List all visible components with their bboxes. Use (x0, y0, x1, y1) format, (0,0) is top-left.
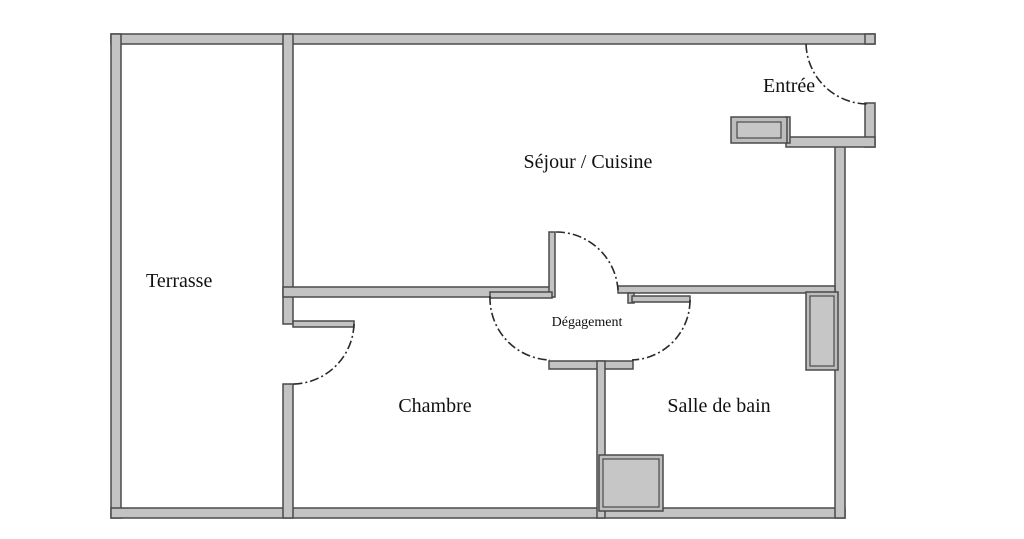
sejour-door-arc (555, 231, 619, 291)
terrasse-wall-upper (282, 33, 294, 325)
fixtures (598, 116, 839, 512)
shower-tray-inner (602, 458, 660, 508)
terrasse-door-stub (292, 320, 355, 328)
room-label-chambre: Chambre (398, 395, 471, 417)
bottom-wall (110, 507, 846, 519)
bath-cabinet-inner (809, 295, 835, 367)
room-label-degagement: Dégagement (552, 315, 623, 330)
entrance-jamb-upper (864, 33, 876, 45)
degagement-wall-right (617, 285, 836, 294)
degagement-bottom-wall (548, 360, 634, 370)
room-label-terrasse: Terrasse (146, 270, 212, 292)
bath-door-stub (631, 295, 691, 303)
bath-door-arc (631, 299, 691, 361)
chambre-bath-wall (596, 360, 606, 519)
chambre-door-leaf (489, 291, 553, 299)
entrance-step-wall (785, 136, 876, 148)
degagement-jamb-left (548, 231, 556, 298)
left-wall (110, 33, 122, 519)
room-label-sejour-cuisine: Séjour / Cuisine (524, 151, 653, 173)
entrance-door-arc (805, 43, 869, 105)
room-label-salle-de-bain: Salle de bain (667, 395, 770, 417)
entry-cabinet-inner (736, 121, 782, 139)
interior-walls (282, 33, 836, 519)
top-wall (110, 33, 876, 45)
door-swings (289, 43, 869, 385)
room-label-entree: Entrée (763, 75, 815, 97)
terrasse-door-arc (289, 323, 355, 385)
chambre-door-arc (489, 295, 551, 361)
terrasse-wall-lower (282, 383, 294, 519)
room-labels: Entrée Séjour / Cuisine Terrasse Dégagem… (146, 75, 815, 417)
outer-walls (110, 33, 876, 519)
